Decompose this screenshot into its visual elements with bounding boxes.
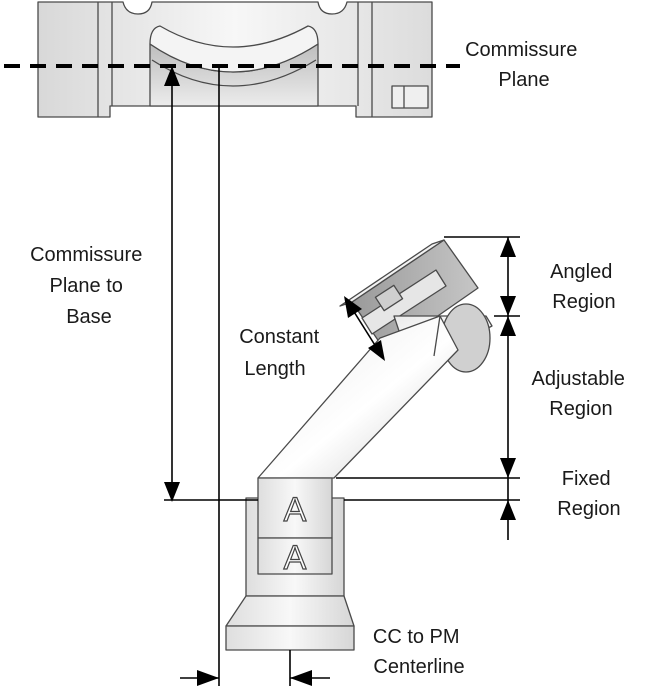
arrowhead-down — [164, 482, 180, 502]
fixed-region-label: Fixed Region — [557, 468, 620, 520]
arrowhead-left — [290, 670, 312, 686]
commissure-plane-to-base-label: Commissure Plane to Base — [30, 244, 148, 328]
block-mark-upper: A — [284, 491, 307, 529]
constant-length-dimension — [344, 296, 385, 361]
angled-region-label: Angled Region — [550, 261, 618, 313]
arrowhead-up — [164, 66, 180, 86]
commissure-plane-label: Commissure Plane — [465, 39, 583, 91]
annulus-holder — [37, 1, 433, 118]
base-assembly: A A — [225, 477, 355, 651]
commissure-to-base-dimension — [164, 66, 258, 502]
constant-length-label: Constant Length — [239, 326, 325, 380]
shaft — [257, 315, 459, 479]
adjustable-region-label: Adjustable Region — [532, 368, 631, 420]
arrowhead-right — [197, 670, 219, 686]
block-mark-lower: A — [284, 539, 307, 577]
centerline-dimension — [180, 66, 330, 686]
cc-to-pm-centerline-label: CC to PM Centerline — [373, 626, 465, 678]
region-dimensions — [336, 236, 520, 540]
